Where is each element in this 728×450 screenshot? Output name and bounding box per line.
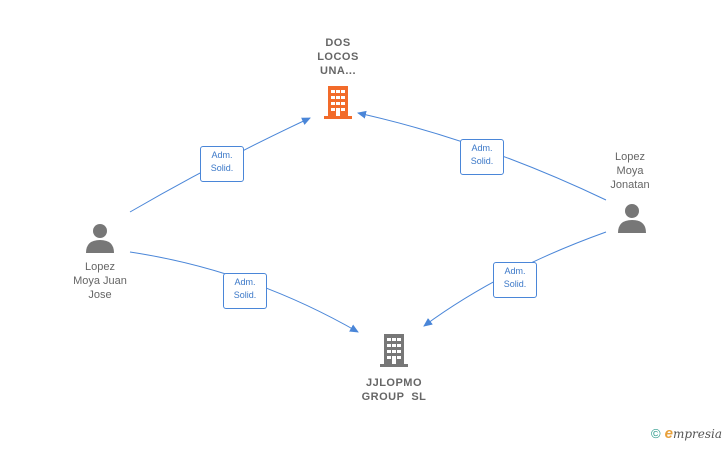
person-right-label: Lopez Moya Jonatan xyxy=(588,150,672,192)
edge-label-line: Solid. xyxy=(503,279,527,289)
copyright-symbol: © xyxy=(651,426,661,441)
edge-label-line: Adm. xyxy=(211,150,233,160)
company-top-label: DOS LOCOS UNA... xyxy=(298,36,378,78)
person-left-label: Lopez Moya Juan Jose xyxy=(56,260,144,302)
footer-brand: © empresia xyxy=(651,425,722,442)
person-left-line: Jose xyxy=(88,289,112,301)
brand-logo: empresia xyxy=(665,425,722,442)
brand-logo-initial: e xyxy=(664,425,673,442)
person-right-line: Lopez xyxy=(615,151,645,163)
building-icon[interactable] xyxy=(322,84,354,120)
edge-label-line: Solid. xyxy=(233,290,257,300)
person-left-line: Moya Juan xyxy=(73,275,127,287)
edge-label-line: Solid. xyxy=(470,156,494,166)
company-top-line: UNA... xyxy=(320,65,356,77)
edge-label-badge[interactable]: Adm. Solid. xyxy=(200,146,244,182)
company-top-line: LOCOS xyxy=(317,51,359,63)
edge-label-badge[interactable]: Adm. Solid. xyxy=(493,262,537,298)
company-bottom-line: GROUP SL xyxy=(361,391,427,403)
brand-logo-text: mpresia xyxy=(672,427,722,441)
edge-label-line: Adm. xyxy=(234,277,256,287)
person-icon[interactable] xyxy=(617,202,647,234)
edge-label-line: Adm. xyxy=(504,266,526,276)
person-icon[interactable] xyxy=(85,222,115,254)
company-bottom-label: JJLOPMO GROUP SL xyxy=(342,376,446,404)
edge-label-badge[interactable]: Adm. Solid. xyxy=(460,139,504,175)
edge-label-line: Solid. xyxy=(210,163,234,173)
person-right-line: Jonatan xyxy=(610,179,650,191)
person-left-line: Lopez xyxy=(85,261,115,273)
building-icon[interactable] xyxy=(378,332,410,368)
edge-label-badge[interactable]: Adm. Solid. xyxy=(223,273,267,309)
company-top-line: DOS xyxy=(325,37,351,49)
edge-label-line: Adm. xyxy=(471,143,493,153)
company-bottom-line: JJLOPMO xyxy=(365,377,423,389)
person-right-line: Moya xyxy=(616,165,644,177)
